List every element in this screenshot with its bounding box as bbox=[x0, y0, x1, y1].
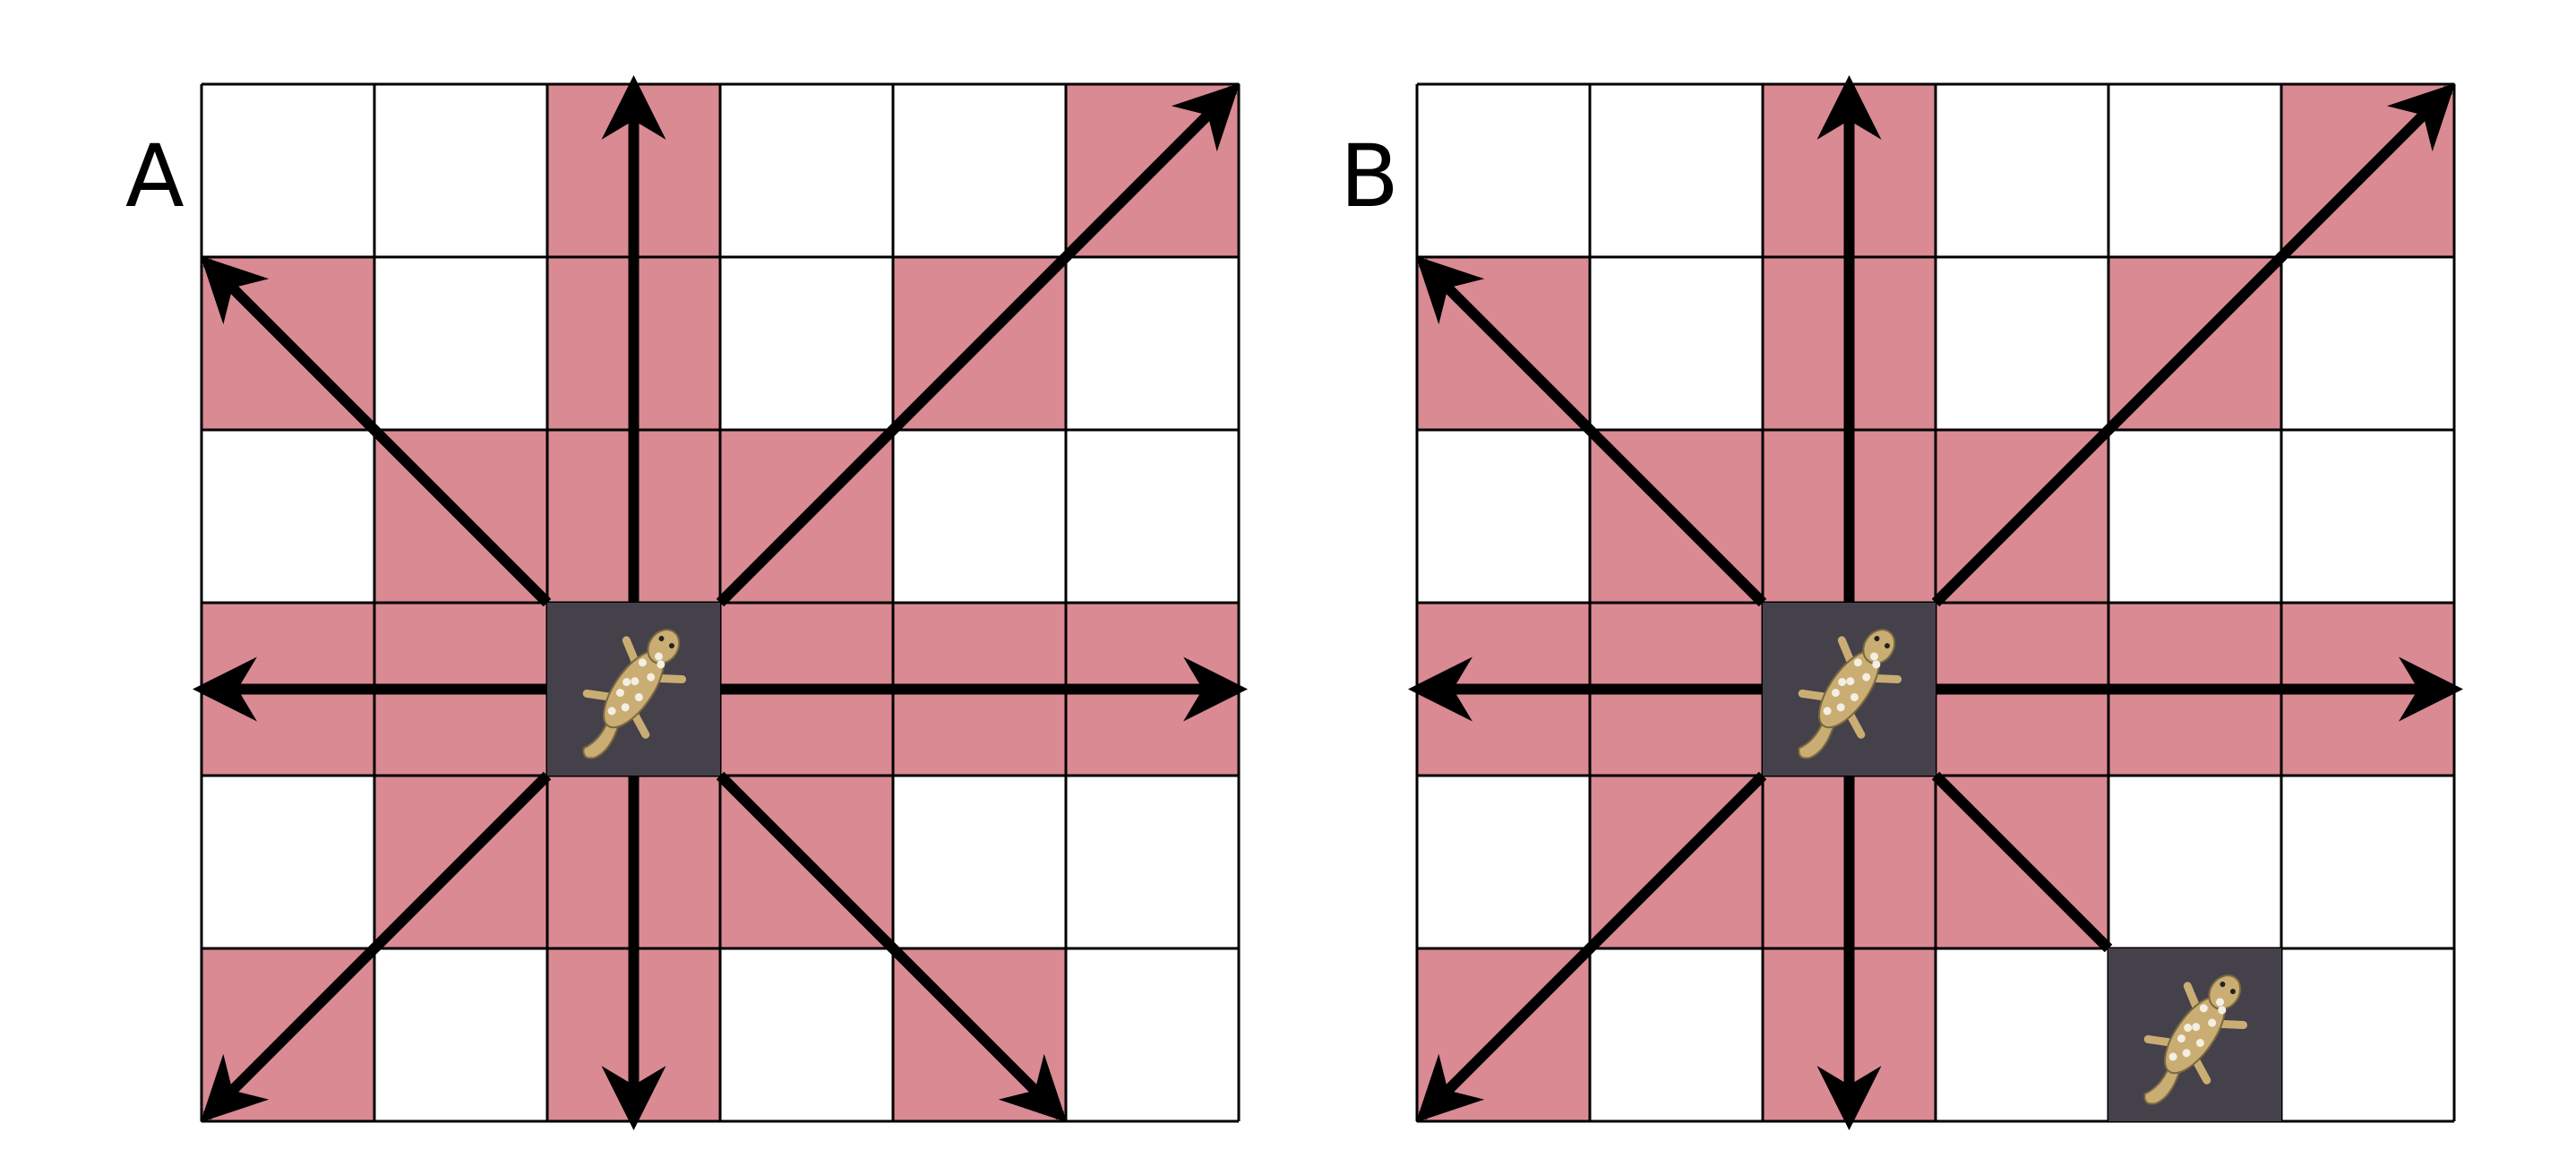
grid-cell bbox=[1936, 948, 2108, 1121]
grid-cell bbox=[720, 257, 893, 430]
grid-cell bbox=[893, 776, 1066, 948]
panel-b: B bbox=[1340, 74, 2464, 1131]
pieces-a bbox=[547, 603, 720, 776]
grid-cell bbox=[1590, 948, 1763, 1121]
grid-cell bbox=[1417, 430, 1590, 603]
arrow-down-left bbox=[200, 771, 552, 1123]
grid-cell bbox=[1936, 257, 2108, 430]
center-piece bbox=[1763, 603, 1936, 776]
grid-cell bbox=[2281, 776, 2454, 948]
grid-cell bbox=[1590, 84, 1763, 257]
grid-cell bbox=[2108, 84, 2281, 257]
arrow-up-left bbox=[200, 255, 552, 607]
grid-cell bbox=[1066, 776, 1239, 948]
grid-cell bbox=[202, 776, 374, 948]
grid-cell bbox=[202, 430, 374, 603]
grid-cell bbox=[2281, 948, 2454, 1121]
arrow-down-left bbox=[1415, 771, 1767, 1123]
grid-cell bbox=[1590, 257, 1763, 430]
panel-a: A bbox=[125, 74, 1249, 1131]
arrow-down-right-blocked bbox=[1931, 771, 2113, 953]
grid-cell bbox=[720, 948, 893, 1121]
grid-cell bbox=[1066, 948, 1239, 1121]
arrows-a bbox=[192, 74, 1249, 1131]
grid-cell bbox=[2108, 776, 2281, 948]
grid-cell bbox=[1066, 257, 1239, 430]
center-piece bbox=[547, 603, 720, 776]
panel-label-b: B bbox=[1340, 126, 1399, 227]
grid-cell bbox=[1936, 84, 2108, 257]
arrows-b bbox=[1407, 74, 2464, 1131]
pieces-b bbox=[1763, 603, 2281, 1121]
panel-label-a: A bbox=[125, 126, 185, 227]
blocking-piece bbox=[2108, 948, 2281, 1121]
grid-cell bbox=[893, 430, 1066, 603]
grid-cell bbox=[2108, 430, 2281, 603]
grid-cell bbox=[2281, 257, 2454, 430]
grid-cell bbox=[2281, 430, 2454, 603]
arrow-up-right bbox=[716, 82, 1241, 607]
grid-cell bbox=[720, 84, 893, 257]
grid-cell bbox=[893, 84, 1066, 257]
lizard-icon bbox=[2143, 974, 2248, 1105]
arrow-up-right bbox=[1931, 82, 2456, 607]
grid-cell bbox=[374, 84, 547, 257]
grid-cell bbox=[1417, 776, 1590, 948]
grid-cell bbox=[1066, 430, 1239, 603]
arrow-down-right bbox=[716, 771, 1068, 1123]
arrow-up-left bbox=[1415, 255, 1767, 607]
grid-cell bbox=[374, 948, 547, 1121]
grid-cell bbox=[1417, 84, 1590, 257]
lizard-icon bbox=[582, 629, 687, 759]
grid-cell bbox=[374, 257, 547, 430]
grid-cell bbox=[202, 84, 374, 257]
lizard-icon bbox=[1798, 629, 1902, 759]
